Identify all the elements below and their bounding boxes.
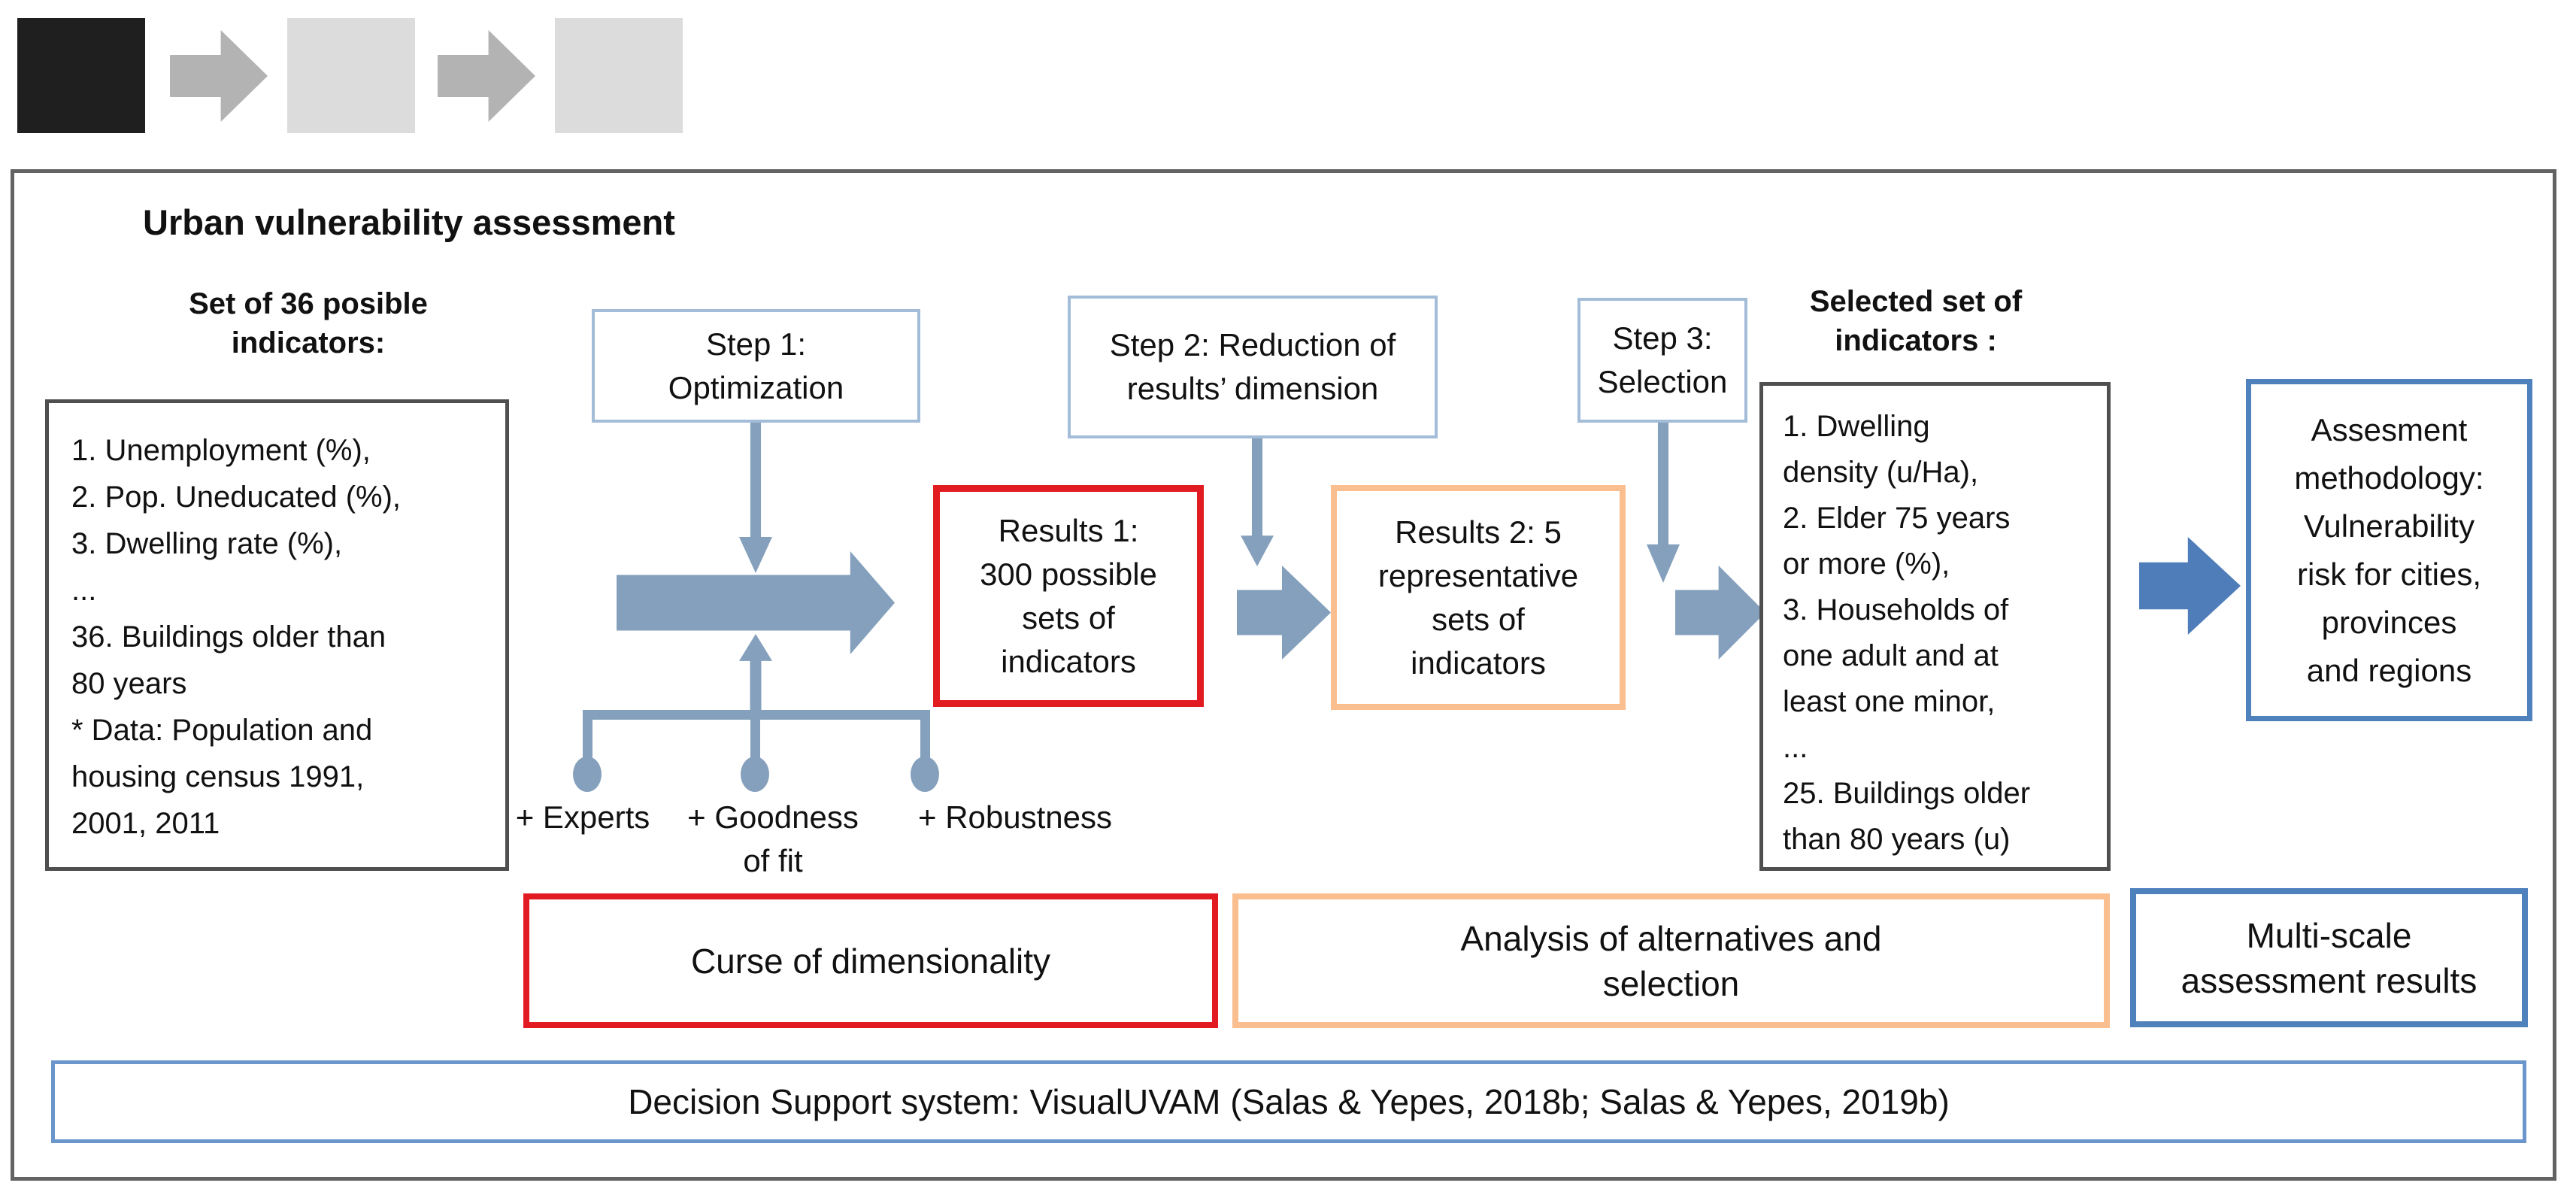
input-label-robustness: + Robustness — [918, 799, 1112, 835]
input-node-dot-left-icon — [573, 757, 602, 792]
progress-square-1-icon — [17, 18, 145, 133]
assessment-methodology-box: Assesment methodology: Vulnerability ris… — [2246, 379, 2532, 721]
progress-square-2-icon — [287, 18, 415, 133]
results2-box: Results 2: 5 representative sets of indi… — [1331, 485, 1626, 710]
inputs-bracket-line — [583, 710, 930, 720]
input-node-dot-middle-icon — [741, 757, 769, 792]
step2-box: Step 2: Reduction of results’ dimension — [1068, 296, 1438, 438]
possible-indicators-heading: Set of 36 posible indicators: — [189, 287, 428, 359]
results1-box: Results 1: 300 possible sets of indicato… — [933, 485, 1204, 707]
input-label-goodness-of-fit: + Goodness of fit — [687, 799, 859, 878]
step1-box: Step 1: Optimization — [592, 309, 920, 423]
selected-indicators-box: 1. Dwelling density (u/Ha), 2. Elder 75 … — [1759, 382, 2111, 871]
curse-of-dimensionality-box: Curse of dimensionality — [523, 893, 1218, 1028]
multiscale-results-box: Multi-scale assessment results — [2130, 888, 2528, 1027]
input-node-dot-right-icon — [911, 757, 939, 792]
input-label-experts: + Experts — [515, 799, 650, 835]
progress-arrow-1-icon — [170, 30, 268, 122]
progress-arrow-2-icon — [438, 30, 535, 122]
inputs-bracket-drop-left — [583, 718, 592, 761]
diagram-title: Urban vulnerability assessment — [143, 202, 675, 242]
progress-square-3-icon — [555, 18, 683, 133]
analysis-selection-box: Analysis of alternatives and selection — [1232, 893, 2110, 1028]
decision-support-bar: Decision Support system: VisualUVAM (Sal… — [51, 1060, 2526, 1143]
selected-indicators-heading: Selected set of indicators : — [1809, 285, 2023, 357]
step3-box: Step 3: Selection — [1577, 298, 1747, 423]
inputs-bracket-drop-right — [920, 718, 930, 761]
inputs-bracket-drop-middle — [750, 718, 760, 761]
possible-indicators-box: 1. Unemployment (%), 2. Pop. Uneducated … — [45, 399, 509, 871]
